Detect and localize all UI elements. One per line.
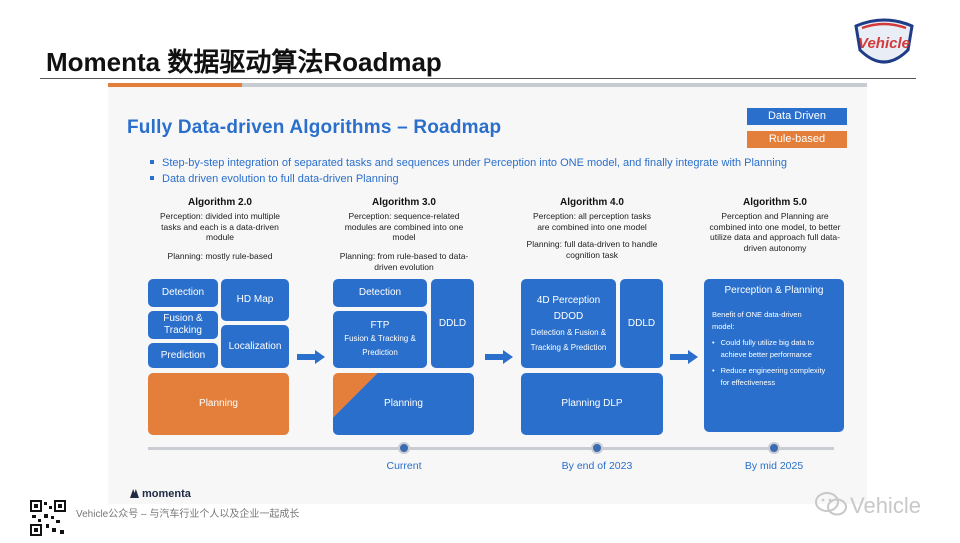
ddod-sublabel: Detection & Fusion & Tracking & Predicti… (530, 327, 607, 352)
algorithm-5-title: Algorithm 5.0 (743, 197, 807, 208)
4d-perception-label: 4D Perception (536, 294, 601, 306)
arrow-right-icon (670, 350, 698, 364)
bullet-text: Data driven evolution to full data-drive… (162, 173, 399, 185)
qr-code (30, 500, 66, 536)
footer-caption: Vehicle公众号 – 与汽车行业个人以及企业一起成长 (76, 509, 300, 520)
ddld-block: DDLD (431, 279, 474, 368)
ddod-label: DDOD (553, 310, 584, 322)
ftp-label: FTP (370, 319, 390, 331)
bullet-text: Step-by-step integration of separated ta… (162, 157, 787, 169)
hd-map-block: HD Map (221, 279, 289, 321)
benefit-item: • Could fully utilize big data to achieve… (712, 337, 836, 361)
prediction-block: Prediction (148, 343, 218, 368)
slide-top-bar-accent (108, 83, 242, 87)
algorithm-4-planning: Planning: full data-driven to handle cog… (526, 239, 658, 260)
slide-top-bar (108, 83, 867, 87)
algorithm-4-title: Algorithm 4.0 (560, 197, 624, 208)
timeline-bar (148, 447, 834, 450)
wechat-icon (814, 491, 848, 517)
legend-data-driven: Data Driven (747, 108, 847, 125)
algorithm-3-perception: Perception: sequence-related modules are… (344, 211, 464, 242)
detection-block: Detection (148, 279, 218, 307)
momenta-logo-mark (130, 489, 139, 498)
bullet-item: Step-by-step integration of separated ta… (150, 157, 787, 169)
ftp-block: FTP Fusion & Tracking & Prediction (333, 311, 427, 368)
timeline-label-current: Current (386, 460, 422, 472)
planning-rule-based-block: Planning (148, 373, 289, 435)
fusion-tracking-block: Fusion & Tracking (148, 311, 218, 339)
ddld-block: DDLD (620, 279, 663, 368)
watermark-text: Vehicle (850, 493, 921, 518)
ftp-sublabel: Fusion & Tracking & Prediction (344, 333, 416, 357)
bullet-dot: • (712, 366, 715, 375)
benefit-text: Could fully utilize big data to achieve … (720, 338, 815, 359)
bullet-dot: • (712, 338, 715, 347)
algorithm-4-perception: Perception: all perception tasks are com… (532, 211, 652, 232)
perception-planning-label: Perception & Planning (724, 285, 824, 296)
title-divider (40, 78, 916, 79)
4d-perception-block: 4D Perception DDOD Detection & Fusion & … (521, 279, 616, 368)
detection-block: Detection (333, 279, 427, 307)
algorithm-5-description: Perception and Planning are combined int… (709, 211, 841, 253)
bullet-dot (150, 160, 154, 165)
algorithm-3-title: Algorithm 3.0 (372, 197, 436, 208)
planning-transition-block: Planning (333, 373, 474, 435)
benefit-item: • Reduce engineering complexity for effec… (712, 365, 836, 389)
timeline-marker (591, 442, 603, 454)
algorithm-3-planning: Planning: from rule-based to data-driven… (339, 251, 469, 272)
benefit-title: Benefit of ONE data-driven model: (712, 310, 802, 331)
algorithm-2-perception: Perception: divided into multiple tasks … (159, 211, 280, 242)
algorithm-2-title: Algorithm 2.0 (188, 197, 252, 208)
legend-rule-based: Rule-based (747, 131, 847, 148)
timeline-marker (768, 442, 780, 454)
bullet-dot (150, 176, 154, 181)
momenta-logo: momenta (130, 488, 191, 500)
bullet-item: Data driven evolution to full data-drive… (150, 173, 399, 185)
page-title: Momenta 数据驱动算法Roadmap (46, 47, 442, 77)
algorithm-2-planning: Planning: mostly rule-based (167, 251, 273, 261)
momenta-logo-text: momenta (142, 488, 191, 500)
arrow-right-icon (297, 350, 325, 364)
timeline-marker (398, 442, 410, 454)
benefit-text: Reduce engineering complexity for effect… (720, 366, 826, 387)
planning-dlp-block: Planning DLP (521, 373, 663, 435)
vehicle-brand-logo: Vehicle (848, 16, 920, 74)
localization-block: Localization (221, 325, 289, 368)
arrow-right-icon (485, 350, 513, 364)
perception-planning-block: Perception & Planning Benefit of ONE dat… (704, 279, 844, 432)
timeline-label-2025: By mid 2025 (744, 460, 804, 472)
slide-heading: Fully Data-driven Algorithms – Roadmap (127, 117, 502, 138)
timeline-label-2023: By end of 2023 (561, 460, 633, 472)
svg-text:Vehicle: Vehicle (858, 35, 910, 52)
